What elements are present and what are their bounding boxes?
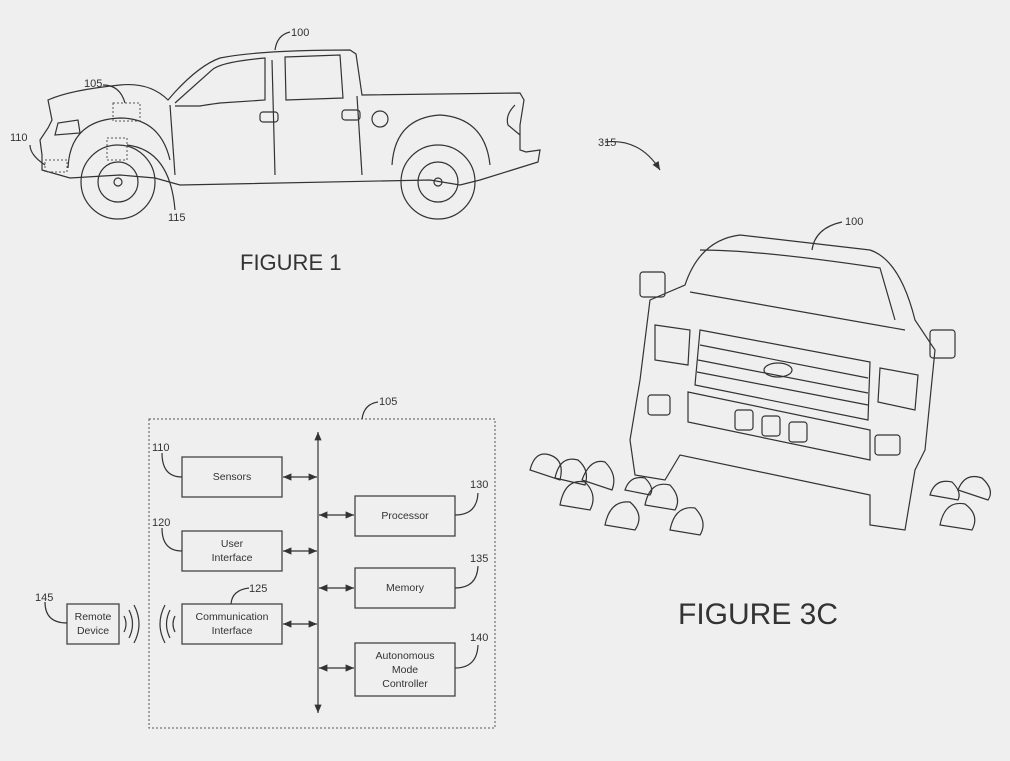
ref-110: 110: [152, 442, 170, 454]
sensors-block: Sensors 110: [152, 442, 317, 498]
ref-105-fig1: 105: [84, 78, 102, 90]
ref-100-fig3c: 100: [845, 216, 863, 228]
amc-label-3: Controller: [382, 678, 428, 690]
remote-device-label-1: Remote: [75, 611, 112, 623]
system-block-diagram: 105 Sensors 110 User Interface 120 Commu…: [35, 396, 496, 729]
system-boundary-105: [148, 418, 496, 729]
ref-315: 315: [598, 137, 616, 149]
ref-125: 125: [249, 583, 267, 595]
remote-device-label-2: Device: [77, 625, 109, 637]
user-interface-label-1: User: [221, 538, 244, 550]
figure-3c-truck-front-view: 315 100 FIGURE 3C: [529, 137, 992, 631]
ref-100-fig1: 100: [291, 27, 309, 39]
user-interface-block: User Interface 120: [152, 517, 317, 572]
comm-interface-label-1: Communication: [196, 611, 269, 623]
processor-block: Processor 130: [319, 479, 488, 537]
ref-135: 135: [470, 553, 488, 565]
rocks: [529, 453, 992, 536]
processor-label: Processor: [381, 510, 429, 522]
figure-1-caption: FIGURE 1: [240, 250, 341, 275]
ref-120: 120: [152, 517, 170, 529]
amc-label-2: Mode: [392, 664, 418, 676]
comm-interface-label-2: Interface: [212, 625, 253, 637]
front-sensor-box: [44, 159, 68, 173]
ref-110-fig1: 110: [10, 132, 28, 144]
ref-115-fig1: 115: [168, 212, 186, 224]
autonomous-mode-controller-block: Autonomous Mode Controller 140: [319, 632, 488, 697]
ref-145: 145: [35, 592, 53, 604]
memory-label: Memory: [386, 582, 425, 594]
wireless-signal-icon: [123, 604, 140, 644]
ref-140: 140: [470, 632, 488, 644]
communication-interface-block: Communication Interface 125: [159, 583, 317, 645]
figure-1-truck-side-view: 100 105 110 115 FIGURE 1: [10, 27, 541, 275]
wireless-signal-icon: [159, 604, 176, 644]
wheel-sensor-box: [106, 137, 128, 161]
amc-label-1: Autonomous: [376, 650, 435, 662]
remote-device-block: Remote Device 145: [35, 592, 140, 645]
figure-3c-caption: FIGURE 3C: [678, 598, 838, 631]
computer-location-box: [112, 102, 141, 122]
user-interface-label-2: Interface: [212, 552, 253, 564]
memory-block: Memory 135: [319, 553, 488, 609]
ref-130: 130: [470, 479, 488, 491]
sensors-label: Sensors: [213, 471, 252, 483]
ref-105: 105: [379, 396, 397, 408]
